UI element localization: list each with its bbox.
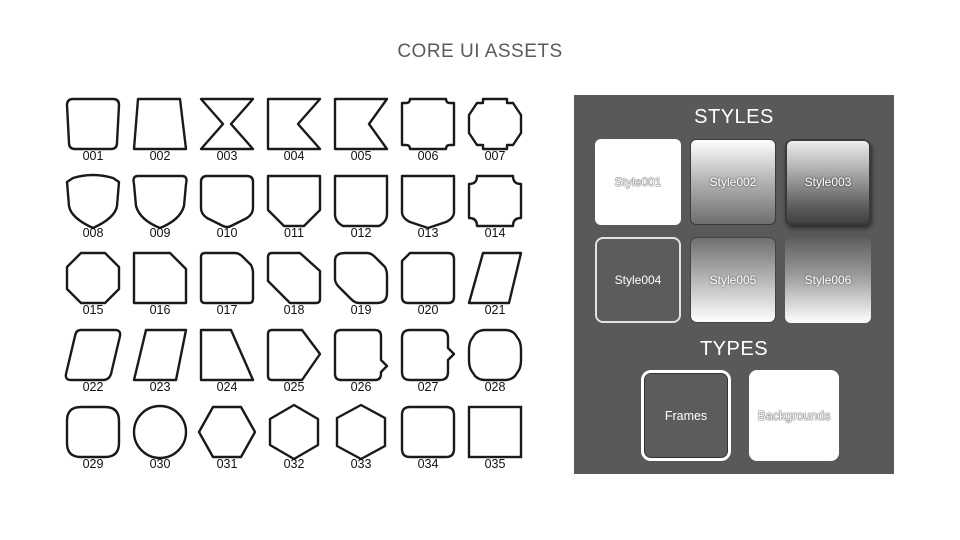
shape-tile-029[interactable]: 029 [60,398,126,474]
shape-label: 032 [283,457,305,471]
shape-label: 006 [417,149,439,163]
shape-tile-033[interactable]: 033 [328,398,394,474]
shape-tile-014[interactable]: 014 [462,167,528,243]
shape-tile-016[interactable]: 016 [127,244,193,320]
shape-label: 021 [484,303,506,317]
shape-tile-032[interactable]: 032 [261,398,327,474]
shape-label: 029 [82,457,104,471]
types-heading: TYPES [699,338,769,360]
shape-label: 024 [216,380,238,394]
shape-tile-020[interactable]: 020 [395,244,461,320]
shape-tile-027[interactable]: 027 [395,321,461,397]
shape-tile-010[interactable]: 010 [194,167,260,243]
shape-tile-021[interactable]: 021 [462,244,528,320]
shape-tile-024[interactable]: 024 [194,321,260,397]
shape-label: 011 [284,226,304,240]
shape-tile-007[interactable]: 007 [462,90,528,166]
shape-tile-009[interactable]: 009 [127,167,193,243]
shape-tile-018[interactable]: 018 [261,244,327,320]
shape-label: 003 [216,149,238,163]
shape-grid: 001 002 003 004 005 006 007 008 009 010 011 012 013 0… [60,90,540,480]
shape-tile-001[interactable]: 001 [60,90,126,166]
shape-label: 007 [484,149,506,163]
shape-label: 022 [82,380,104,394]
style001-button[interactable]: Style001 [595,139,681,225]
shape-label: 012 [350,226,372,240]
shape-label: 030 [149,457,171,471]
shape-tile-028[interactable]: 028 [462,321,528,397]
shape-label: 005 [350,149,372,163]
style006-label: Style006 [804,273,852,287]
shape-tile-023[interactable]: 023 [127,321,193,397]
shape-tile-003[interactable]: 003 [194,90,260,166]
shape-label: 013 [417,226,439,240]
shape-label: 035 [484,457,506,471]
page-title: CORE UI ASSETS [397,41,563,62]
shape-label: 001 [82,149,104,163]
shape-tile-015[interactable]: 015 [60,244,126,320]
backgrounds-button[interactable]: Backgrounds [749,370,839,461]
shape-label: 014 [484,226,506,240]
shape-tile-017[interactable]: 017 [194,244,260,320]
shape-label: 004 [283,149,305,163]
shape-tile-035[interactable]: 035 [462,398,528,474]
style001-label: Style001 [614,175,662,189]
backgrounds-label: Backgrounds [757,408,831,423]
style004-label: Style004 [614,273,662,287]
shape-tile-004[interactable]: 004 [261,90,327,166]
shape-label: 020 [417,303,439,317]
shape-tile-019[interactable]: 019 [328,244,394,320]
style003-button[interactable]: Style003 [785,139,871,225]
shape-tile-012[interactable]: 012 [328,167,394,243]
shape-label: 034 [417,457,439,471]
shape-label: 015 [82,303,104,317]
shape-label: 027 [417,380,439,394]
shape-label: 026 [350,380,372,394]
shape-label: 018 [283,303,305,317]
styles-heading: STYLES [694,106,774,128]
shape-tile-025[interactable]: 025 [261,321,327,397]
style005-label: Style005 [709,273,757,287]
shape-label: 017 [216,303,238,317]
shape-label: 025 [283,380,305,394]
shape-label: 002 [149,149,171,163]
shape-label: 009 [149,226,171,240]
frames-label: Frames [664,408,708,423]
shape-label: 016 [149,303,171,317]
shape-tile-034[interactable]: 034 [395,398,461,474]
shape-tile-008[interactable]: 008 [60,167,126,243]
shape-label: 008 [82,226,104,240]
shape-label: 033 [350,457,372,471]
style003-label: Style003 [804,175,852,189]
shape-tile-011[interactable]: 011 [261,167,327,243]
shape-tile-026[interactable]: 026 [328,321,394,397]
shape-tile-030[interactable]: 030 [127,398,193,474]
style002-label: Style002 [709,175,757,189]
shape-label: 019 [350,303,372,317]
shape-label: 010 [216,226,238,240]
style005-button[interactable]: Style005 [690,237,776,323]
shape-label: 023 [149,380,171,394]
style006-button[interactable]: Style006 [785,237,871,323]
asset-panel: STYLES Style001 Style002 Style003 Style0… [574,95,894,474]
shape-label: 031 [216,457,238,471]
shape-tile-002[interactable]: 002 [127,90,193,166]
shape-tile-031[interactable]: 031 [194,398,260,474]
style002-button[interactable]: Style002 [690,139,776,225]
shape-tile-013[interactable]: 013 [395,167,461,243]
shape-tile-006[interactable]: 006 [395,90,461,166]
shape-tile-022[interactable]: 022 [60,321,126,397]
style004-button[interactable]: Style004 [595,237,681,323]
shape-tile-005[interactable]: 005 [328,90,394,166]
frames-button[interactable]: Frames [641,370,731,461]
shape-label: 028 [484,380,506,394]
